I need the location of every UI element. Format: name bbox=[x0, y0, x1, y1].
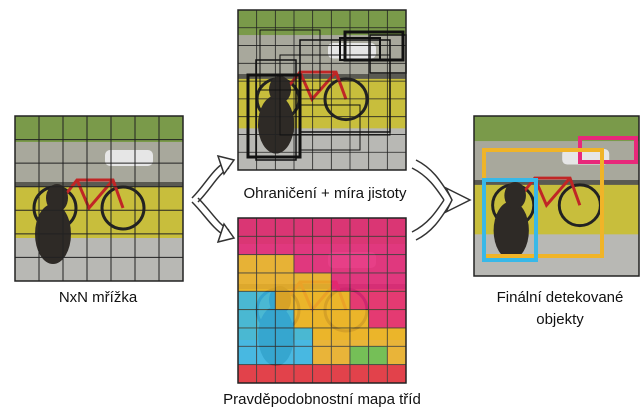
arrow-to-class-map bbox=[191, 197, 236, 244]
arrow-from-boxes bbox=[411, 159, 451, 201]
label-class-map: Pravděpodobnostní mapa tříd bbox=[223, 391, 421, 408]
arrow-head-final bbox=[444, 186, 472, 214]
candidate-boxes bbox=[246, 29, 407, 161]
arrow-from-class-map bbox=[411, 199, 451, 241]
label-boxes: Ohraničení + míra jistoty bbox=[244, 185, 407, 202]
grid-image bbox=[13, 114, 185, 283]
final-image bbox=[472, 114, 641, 278]
label-final-1: Finální detekované bbox=[497, 289, 624, 306]
class-map-image bbox=[236, 216, 408, 385]
grid-lines bbox=[15, 116, 183, 281]
arrow-to-boxes bbox=[191, 154, 236, 203]
boxes-image bbox=[236, 8, 408, 172]
label-grid: NxN mřížka bbox=[59, 289, 138, 306]
label-final-2: objekty bbox=[536, 311, 584, 328]
detection-box-dog bbox=[482, 178, 538, 262]
